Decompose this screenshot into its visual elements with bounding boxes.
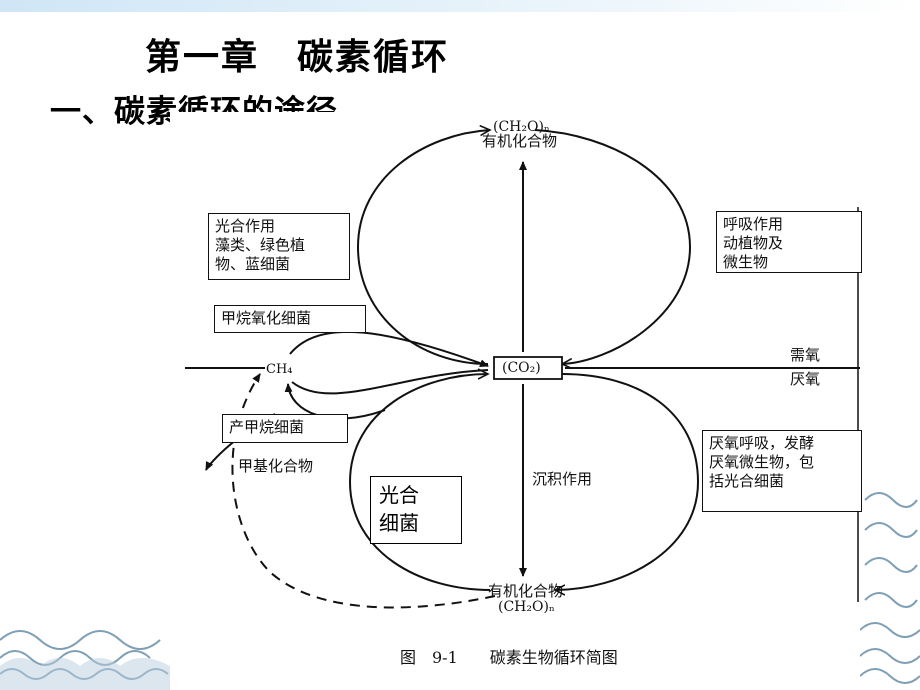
bottom-compound-formula: (CH₂O)ₙ — [498, 599, 555, 615]
photosynthetic-bacteria-box: 光合 细菌 — [370, 476, 462, 544]
anaerobic-line-3: 括光合细菌 — [709, 472, 785, 490]
top-compound-formula: (CH₂O)ₙ — [493, 119, 550, 135]
photosynthesis-line-3: 物、蓝细菌 — [215, 255, 291, 273]
respiration-line-3: 微生物 — [723, 253, 769, 271]
carbon-cycle-diagram — [185, 112, 860, 609]
ch4-label: CH₄ — [266, 362, 293, 377]
anaerobic-box: 厌氧呼吸，发酵 厌氧微生物，包 括光合细菌 — [702, 430, 862, 512]
methane-oxidizing-box: 甲烷氧化细菌 — [214, 305, 366, 333]
anaerobic-line-2: 厌氧微生物，包 — [709, 453, 815, 471]
aerobic-label: 需氧 — [790, 346, 821, 364]
lower-cycle-left-arc — [348, 374, 491, 591]
anaerobic-line-1: 厌氧呼吸，发酵 — [709, 434, 815, 452]
top-compound-name: 有机化合物 — [482, 132, 558, 150]
lower-cycle-right-arc — [555, 373, 700, 590]
overlay-line-1: 光合 — [379, 483, 419, 507]
figure-caption: 图 9-1 碳素生物循环简图 — [400, 648, 618, 667]
methane-oxidizing-label: 甲烷氧化细菌 — [221, 309, 312, 327]
carbon-cycle-figure: (CH₂O)ₙ 有机化合物 (CO₂) CH₄ 需氧 厌氧 沉积作用 甲基化合物… — [170, 112, 862, 690]
overlay-line-2: 细菌 — [379, 511, 419, 535]
slide-title: 第一章 碳素循环 — [145, 37, 450, 78]
methanogen-label: 产甲烷细菌 — [229, 418, 305, 436]
anaerobic-label: 厌氧 — [790, 370, 821, 388]
upper-cycle-right-arc — [534, 129, 692, 364]
photosynthesis-line-1: 光合作用 — [215, 217, 276, 235]
wave-decoration — [0, 622, 920, 690]
co2-box-frame — [493, 356, 563, 380]
wave-decoration-right — [864, 492, 918, 608]
respiration-box: 呼吸作用 动植物及 微生物 — [716, 211, 862, 273]
respiration-line-2: 动植物及 — [723, 234, 784, 252]
respiration-line-1: 呼吸作用 — [723, 215, 784, 233]
top-decor-bar — [0, 0, 920, 12]
upper-cycle-left-arc — [356, 130, 490, 365]
bottom-compound-name: 有机化合物 — [488, 582, 564, 600]
methyl-dashed-path — [231, 373, 496, 609]
methanogen-box: 产甲烷细菌 — [222, 414, 348, 443]
ch4-to-co2-lower — [291, 369, 489, 395]
photosynthesis-line-2: 藻类、绿色植 — [215, 236, 306, 254]
methyl-compound-label: 甲基化合物 — [238, 457, 314, 475]
sedimentation-label: 沉积作用 — [532, 470, 593, 488]
photosynthesis-box: 光合作用 藻类、绿色植 物、蓝细菌 — [208, 213, 350, 280]
co2-label: (CO₂) — [502, 360, 541, 376]
